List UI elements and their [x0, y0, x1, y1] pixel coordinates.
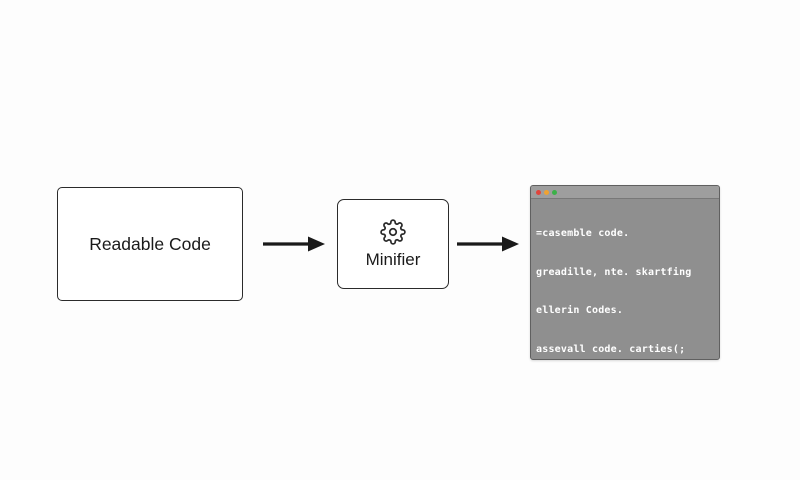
minified-code-window: =casemble code. greadille, nte. skartfin…	[530, 185, 720, 360]
minifier-box: Minifier	[337, 199, 449, 289]
terminal-line: ellerin Codes.	[536, 305, 624, 317]
arrow-right-icon	[457, 236, 519, 252]
close-dot-icon	[536, 189, 541, 195]
arrow-right-icon	[263, 236, 325, 252]
gear-icon	[380, 218, 406, 245]
minimize-dot-icon	[544, 189, 549, 195]
maximize-dot-icon	[552, 189, 557, 195]
readable-code-label: Readable Code	[89, 233, 211, 254]
terminal-line: =casemble code.	[536, 227, 630, 239]
terminal-line: assevall code. carties(;	[536, 343, 686, 355]
terminal-body: =casemble code. greadille, nte. skartfin…	[531, 199, 719, 359]
readable-code-box: Readable Code	[57, 187, 243, 301]
minifier-label: Minifier	[365, 249, 421, 269]
terminal-line: greadille, nte. skartfing	[536, 266, 692, 278]
terminal-titlebar	[531, 186, 719, 199]
